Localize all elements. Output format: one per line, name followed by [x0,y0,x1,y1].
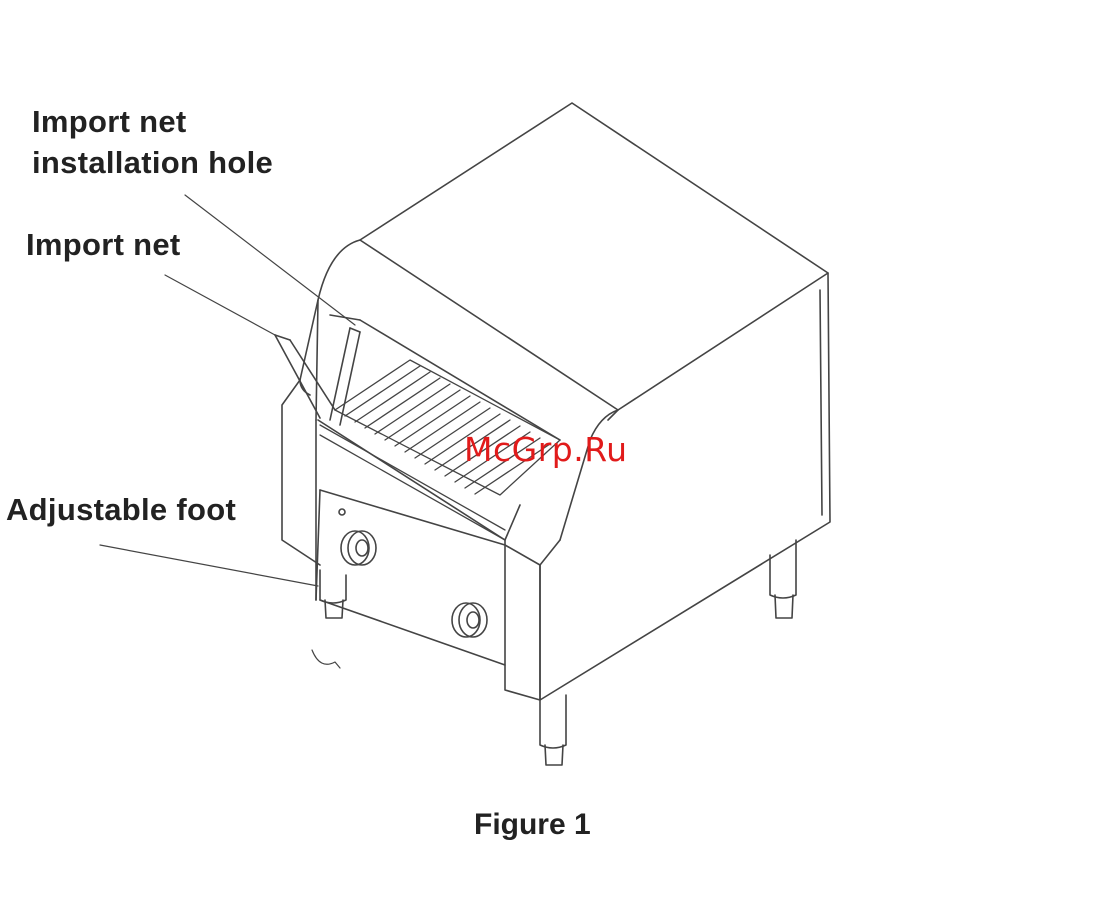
label-import-net-installation-hole-line1: Import net [32,101,187,142]
label-import-net-installation-hole-line2: installation hole [32,142,273,183]
label-import-net: Import net [26,224,181,265]
foot-front-right [540,695,566,765]
label-adjustable-foot: Adjustable foot [6,489,236,530]
control-knob-top [341,531,376,565]
control-knob-bottom [452,603,487,637]
right-side-panel [540,273,830,700]
figure-caption: Figure 1 [474,808,591,842]
foot-front-left [320,570,346,618]
watermark-text: McGrp.Ru [464,430,628,469]
front-control-panel [320,490,505,665]
top-panel [360,103,828,410]
